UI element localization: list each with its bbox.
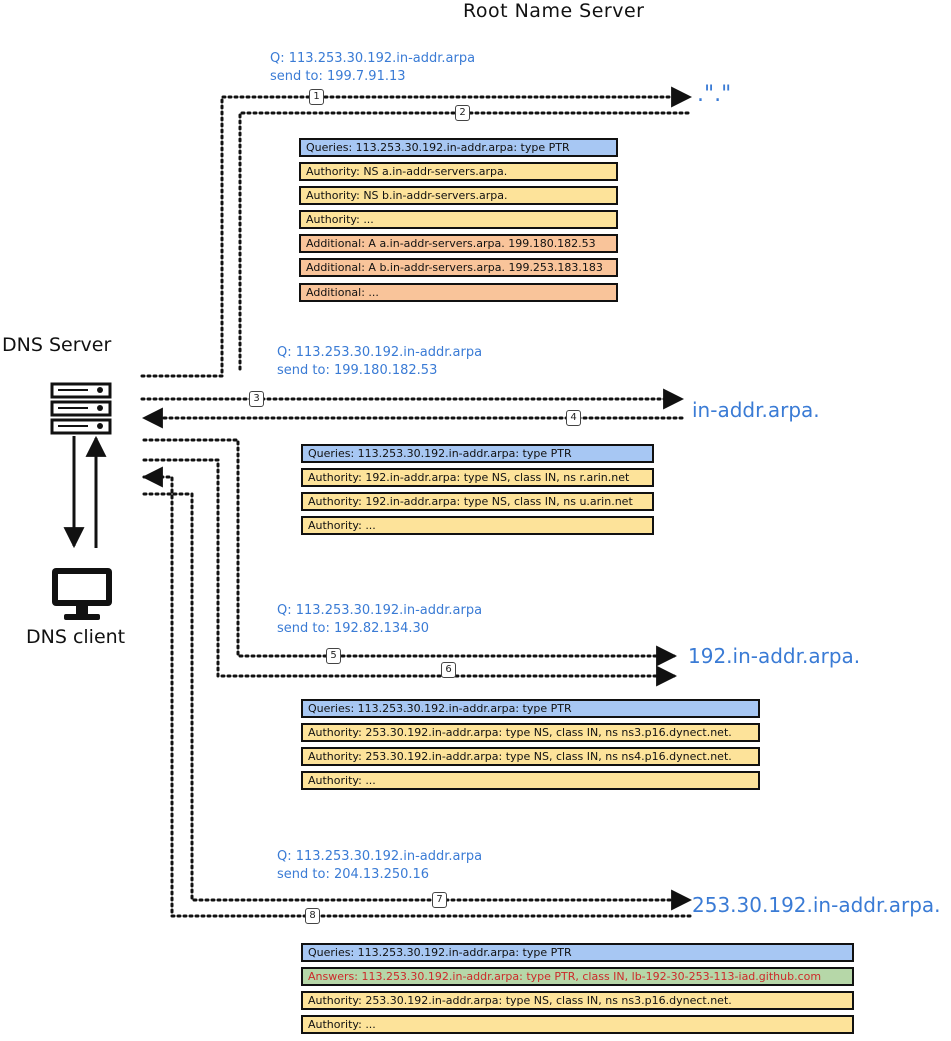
query-2-name: Q: 113.253.30.192.in-addr.arpa — [277, 345, 483, 360]
record-row: Authority: ... — [301, 516, 654, 535]
record-row: Authority: 192.in-addr.arpa: type NS, cl… — [301, 468, 654, 487]
query-4-send: send to: 204.13.250.16 — [277, 867, 430, 882]
dns-server-label: DNS Server — [2, 334, 112, 356]
step-badge-6: 6 — [441, 662, 456, 678]
record-row-answer: Answers: 113.253.30.192.in-addr.arpa: ty… — [301, 967, 854, 986]
query-4: Q: 113.253.30.192.in-addr.arpa send to: … — [277, 848, 482, 884]
record-row: Authority: ... — [299, 210, 618, 229]
flow-step-6 — [142, 438, 678, 667]
zone-in-addr-arpa: in-addr.arpa. — [692, 398, 820, 422]
record-row: Additional: ... — [299, 283, 618, 302]
step-badge-1: 1 — [309, 89, 324, 105]
record-row: Additional: A b.in-addr-servers.arpa. 19… — [299, 258, 618, 277]
query-2-send: send to: 199.180.182.53 — [277, 363, 438, 378]
query-1: Q: 113.253.30.192.in-addr.arpa send to: … — [270, 50, 475, 86]
step-badge-5: 5 — [326, 648, 341, 664]
query-1-name: Q: 113.253.30.192.in-addr.arpa — [270, 51, 476, 66]
zone-root: ."." — [697, 82, 732, 107]
record-row: Authority: 253.30.192.in-addr.arpa: type… — [301, 747, 760, 766]
record-row: Authority: ... — [301, 1015, 854, 1034]
zone-253-30-192-in-addr-arpa: 253.30.192.in-addr.arpa. — [692, 893, 941, 917]
record-row: Authority: ... — [301, 771, 760, 790]
monitor-icon — [52, 568, 112, 620]
flow-step-7 — [142, 492, 693, 911]
record-row: Authority: 192.in-addr.arpa: type NS, cl… — [301, 492, 654, 511]
zone-192-in-addr-arpa: 192.in-addr.arpa. — [688, 644, 861, 668]
step-badge-3: 3 — [249, 391, 264, 407]
record-row: Authority: NS b.in-addr-servers.arpa. — [299, 186, 618, 205]
step-badge-2: 2 — [455, 105, 470, 121]
record-row: Authority: NS a.in-addr-servers.arpa. — [299, 162, 618, 181]
record-row: Authority: 253.30.192.in-addr.arpa: type… — [301, 723, 760, 742]
flow-step-8 — [141, 466, 692, 918]
step-badge-7: 7 — [432, 892, 447, 908]
record-row: Queries: 113.253.30.192.in-addr.arpa: ty… — [301, 444, 654, 463]
record-row: Queries: 113.253.30.192.in-addr.arpa: ty… — [301, 699, 760, 718]
step-badge-8: 8 — [305, 908, 320, 924]
root-name-server-title: Root Name Server — [463, 0, 645, 22]
dns-client-label: DNS client — [26, 626, 126, 648]
record-row: Authority: 253.30.192.in-addr.arpa: type… — [301, 991, 854, 1010]
server-rack-icon — [50, 382, 112, 435]
flow-step-1 — [140, 86, 693, 378]
query-3: Q: 113.253.30.192.in-addr.arpa send to: … — [277, 602, 482, 638]
record-row: Additional: A a.in-addr-servers.arpa. 19… — [299, 234, 618, 253]
flow-step-2 — [238, 111, 690, 374]
query-2: Q: 113.253.30.192.in-addr.arpa send to: … — [277, 344, 482, 380]
record-row: Queries: 113.253.30.192.in-addr.arpa: ty… — [299, 138, 618, 157]
query-3-send: send to: 192.82.134.30 — [277, 621, 430, 636]
query-1-send: send to: 199.7.91.13 — [270, 69, 406, 84]
query-4-name: Q: 113.253.30.192.in-addr.arpa — [277, 849, 483, 864]
query-3-name: Q: 113.253.30.192.in-addr.arpa — [277, 603, 483, 618]
record-row: Queries: 113.253.30.192.in-addr.arpa: ty… — [301, 943, 854, 962]
step-badge-4: 4 — [566, 410, 581, 426]
